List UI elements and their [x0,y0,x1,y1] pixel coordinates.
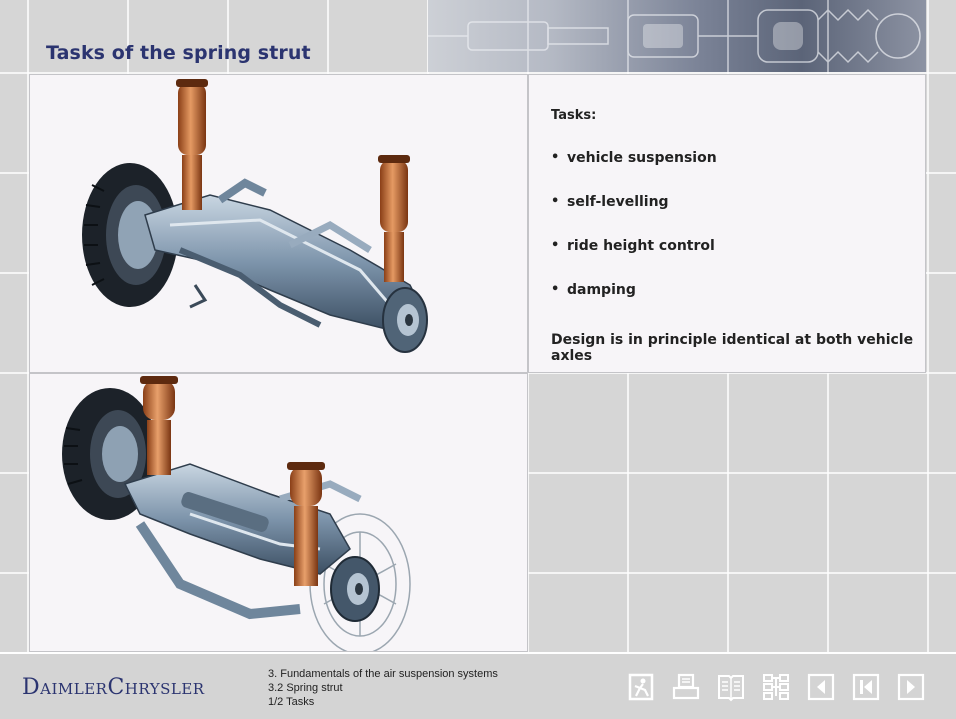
front-axle-image-panel [30,374,527,651]
task-label: ride height control [567,238,715,254]
bullet-icon: • [551,194,560,209]
rear-axle-illustration [82,79,428,353]
rear-left-strut [176,79,208,210]
print-button[interactable] [671,672,701,702]
print-icon [672,673,700,700]
front-left-strut [140,376,178,475]
task-label: damping [567,282,636,298]
first-page-button[interactable] [851,672,881,702]
task-item: • self-levelling [551,194,717,238]
contents-button[interactable] [761,672,791,702]
tasks-panel: Tasks: • vehicle suspension • self-levelli… [529,75,925,372]
task-item: • damping [551,282,717,326]
breadcrumb-section: 3.2 Spring strut [268,682,343,694]
page-title: Tasks of the spring strut [46,42,311,64]
rear-right-hub [382,287,428,353]
back-icon [807,673,835,701]
task-list: • vehicle suspension • self-levelling • rid… [551,150,717,326]
exit-icon [628,673,654,701]
tasks-heading: Tasks: [551,108,597,123]
task-label: self-levelling [567,194,669,210]
bullet-icon: • [551,282,560,297]
design-note: Design is in principle identical at both… [551,332,914,364]
rear-right-strut [378,155,410,282]
glossary-icon [718,675,744,702]
exit-button[interactable] [626,672,656,702]
breadcrumb: 3. Fundamentals of the air suspension sy… [268,667,498,709]
front-left-wheel [62,388,158,520]
front-right-strut [287,462,325,586]
bullet-icon: • [551,150,560,165]
back-button[interactable] [806,672,836,702]
first-page-icon [852,673,880,701]
breadcrumb-chapter: 3. Fundamentals of the air suspension sy… [268,668,498,680]
task-label: vehicle suspension [567,150,717,166]
bullet-icon: • [551,238,560,253]
rear-axle-image-panel [30,75,527,372]
front-right-hub [330,556,380,622]
daimlerchrysler-logo: DaimlerChrysler [22,675,205,700]
front-axle-illustration [62,376,411,651]
header-banner [428,0,926,72]
footer: DaimlerChrysler 3. Fundamentals of the a… [0,652,956,719]
contents-icon [763,674,789,700]
logo-text: DaimlerChrysler [22,675,205,700]
glossary-button[interactable] [716,672,746,702]
breadcrumb-page: 1/2 Tasks [268,696,315,708]
task-item: • vehicle suspension [551,150,717,194]
task-item: • ride height control [551,238,717,282]
strut-banner-illustration [428,0,921,72]
next-button[interactable] [896,672,926,702]
next-icon [897,673,925,701]
